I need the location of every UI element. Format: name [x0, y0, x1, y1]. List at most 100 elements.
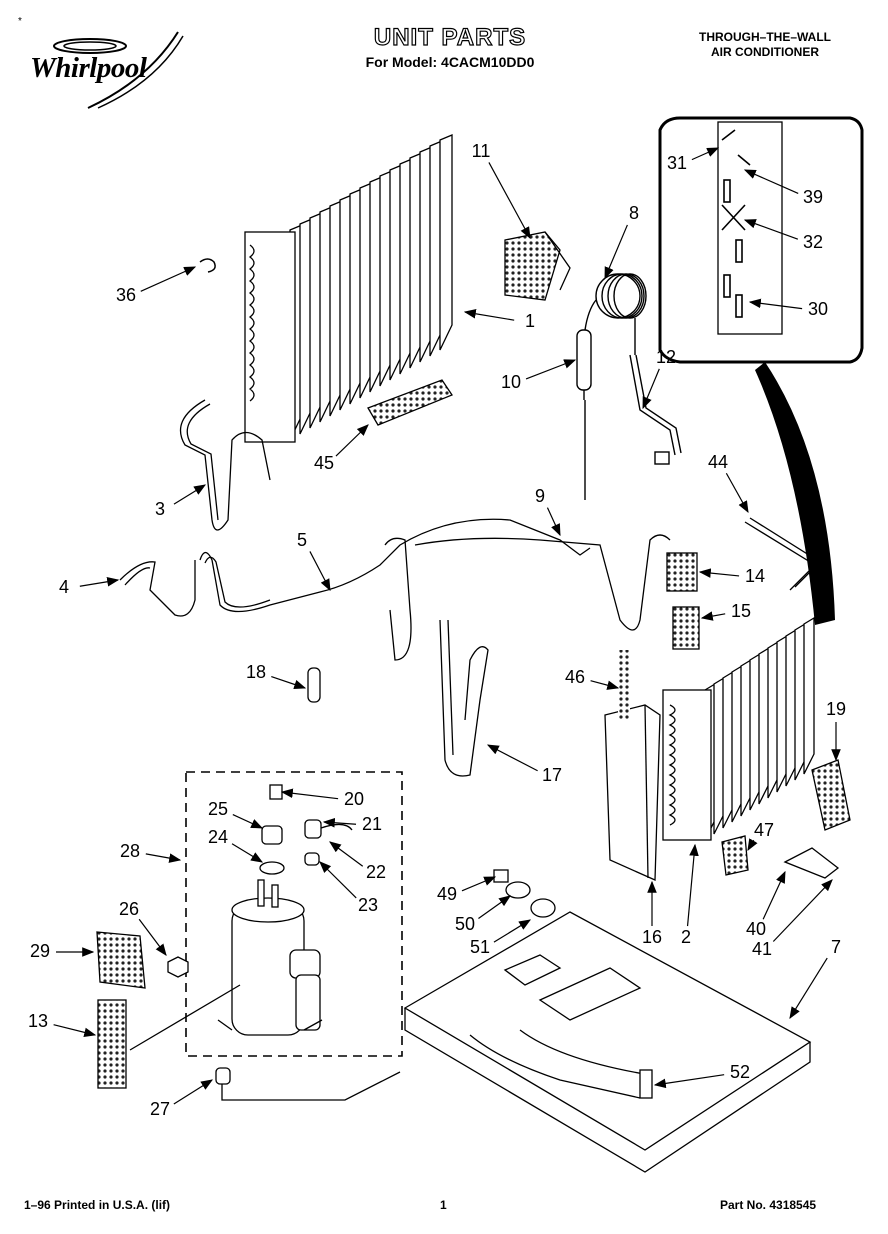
- leader-20: [280, 788, 339, 800]
- print-info: 1–96 Printed in U.S.A. (lif): [24, 1198, 171, 1212]
- leader-50: [478, 895, 511, 919]
- leader-1: [463, 309, 515, 321]
- inset-pointer-arrow: [755, 362, 835, 625]
- callout-1: 1: [525, 311, 535, 331]
- filter-pad-11: [504, 231, 571, 301]
- callout-29: 29: [30, 941, 50, 961]
- leader-31: [691, 147, 720, 161]
- callout-32: 32: [803, 232, 823, 252]
- leader-4: [79, 577, 120, 587]
- callout-18: 18: [246, 662, 266, 682]
- leader-11: [488, 162, 531, 240]
- callout-10: 10: [501, 372, 521, 392]
- base-pan: [403, 911, 812, 1173]
- leader-51: [493, 919, 532, 943]
- leader-9: [546, 507, 561, 537]
- leader-32: [743, 219, 799, 240]
- callout-11: 11: [472, 141, 491, 161]
- callout-47: 47: [754, 820, 774, 840]
- callout-25: 25: [208, 799, 228, 819]
- leader-21: [322, 817, 357, 828]
- leader-10: [525, 359, 577, 380]
- callout-20: 20: [344, 789, 364, 809]
- callout-8: 8: [629, 203, 639, 223]
- callout-12: 12: [656, 347, 676, 367]
- leader-23: [319, 861, 357, 899]
- callout-9: 9: [535, 486, 545, 506]
- leader-5: [309, 551, 331, 592]
- callout-41: 41: [752, 939, 772, 959]
- leader-41: [772, 879, 833, 942]
- callout-31: 31: [667, 153, 687, 173]
- callout-15: 15: [731, 601, 751, 621]
- coil-cover-16: [604, 650, 661, 881]
- callout-51: 51: [470, 937, 490, 957]
- insulation-pads-13-29: [96, 931, 146, 1089]
- leader-12: [642, 368, 660, 410]
- callout-13: 13: [28, 1011, 48, 1031]
- filter-pad-45: [367, 379, 453, 426]
- page-title: UNIT PARTS: [373, 23, 527, 51]
- callout-46: 46: [565, 667, 585, 687]
- compressor-mounts: [129, 956, 401, 1101]
- capillary-assembly: [576, 273, 682, 500]
- inset-detail-panel: [658, 116, 864, 364]
- callout-52: 52: [730, 1062, 750, 1082]
- callout-7: 7: [831, 937, 841, 957]
- leader-18: [271, 675, 307, 690]
- callout-49: 49: [437, 884, 457, 904]
- leader-28: [145, 853, 182, 863]
- leader-7: [789, 957, 828, 1020]
- filter-pads-14-15: [666, 552, 700, 650]
- corner-mark: *: [18, 16, 22, 27]
- leader-52: [653, 1074, 725, 1089]
- leader-30: [748, 298, 803, 310]
- leader-8: [604, 224, 628, 280]
- tube-plug-18: [307, 667, 321, 703]
- callout-44: 44: [708, 452, 728, 472]
- callout-50: 50: [455, 914, 475, 934]
- refrigerant-tubing: [119, 399, 671, 777]
- callout-leaders: [53, 147, 841, 1105]
- leader-15: [700, 611, 726, 621]
- page-number: 1: [440, 1198, 447, 1212]
- leader-17: [486, 744, 538, 772]
- compressor: [217, 879, 323, 1036]
- leader-49: [461, 876, 497, 892]
- brand-name: Whirlpool: [30, 52, 147, 84]
- leader-24: [231, 843, 264, 863]
- callout-23: 23: [358, 895, 378, 915]
- leader-13: [53, 1024, 97, 1038]
- callout-45: 45: [314, 453, 334, 473]
- logo-swoosh-icon: [53, 31, 184, 109]
- compressor-kit-outline: [185, 771, 403, 1057]
- leader-25: [232, 813, 264, 829]
- product-line-1: THROUGH–THE–WALL: [699, 30, 831, 44]
- bracket-40-41: [783, 847, 840, 879]
- callout-28: 28: [120, 841, 140, 861]
- compressor-terminal-parts: [259, 784, 353, 875]
- callout-3: 3: [155, 499, 165, 519]
- callout-27: 27: [150, 1099, 170, 1119]
- leader-46: [590, 680, 620, 690]
- mounting-hardware: [493, 869, 556, 918]
- model-line: For Model: 4CACM10DD0: [365, 54, 535, 70]
- leader-45: [335, 424, 369, 457]
- callout-4: 4: [59, 577, 69, 597]
- whirlpool-logo: [28, 30, 198, 110]
- leader-27: [173, 1079, 214, 1105]
- callout-24: 24: [208, 827, 228, 847]
- callout-16: 16: [642, 927, 662, 947]
- leader-2: [686, 843, 699, 927]
- leader-26: [138, 918, 167, 956]
- callout-39: 39: [803, 187, 823, 207]
- callout-22: 22: [366, 862, 386, 882]
- callout-36: 36: [116, 285, 136, 305]
- callout-labels: 1234578910111213141516171819202122232425…: [28, 141, 846, 1119]
- leader-36: [140, 266, 197, 292]
- callout-14: 14: [745, 566, 765, 586]
- leader-39: [743, 169, 799, 194]
- callout-21: 21: [362, 814, 382, 834]
- part-number: Part No. 4318545: [720, 1198, 817, 1212]
